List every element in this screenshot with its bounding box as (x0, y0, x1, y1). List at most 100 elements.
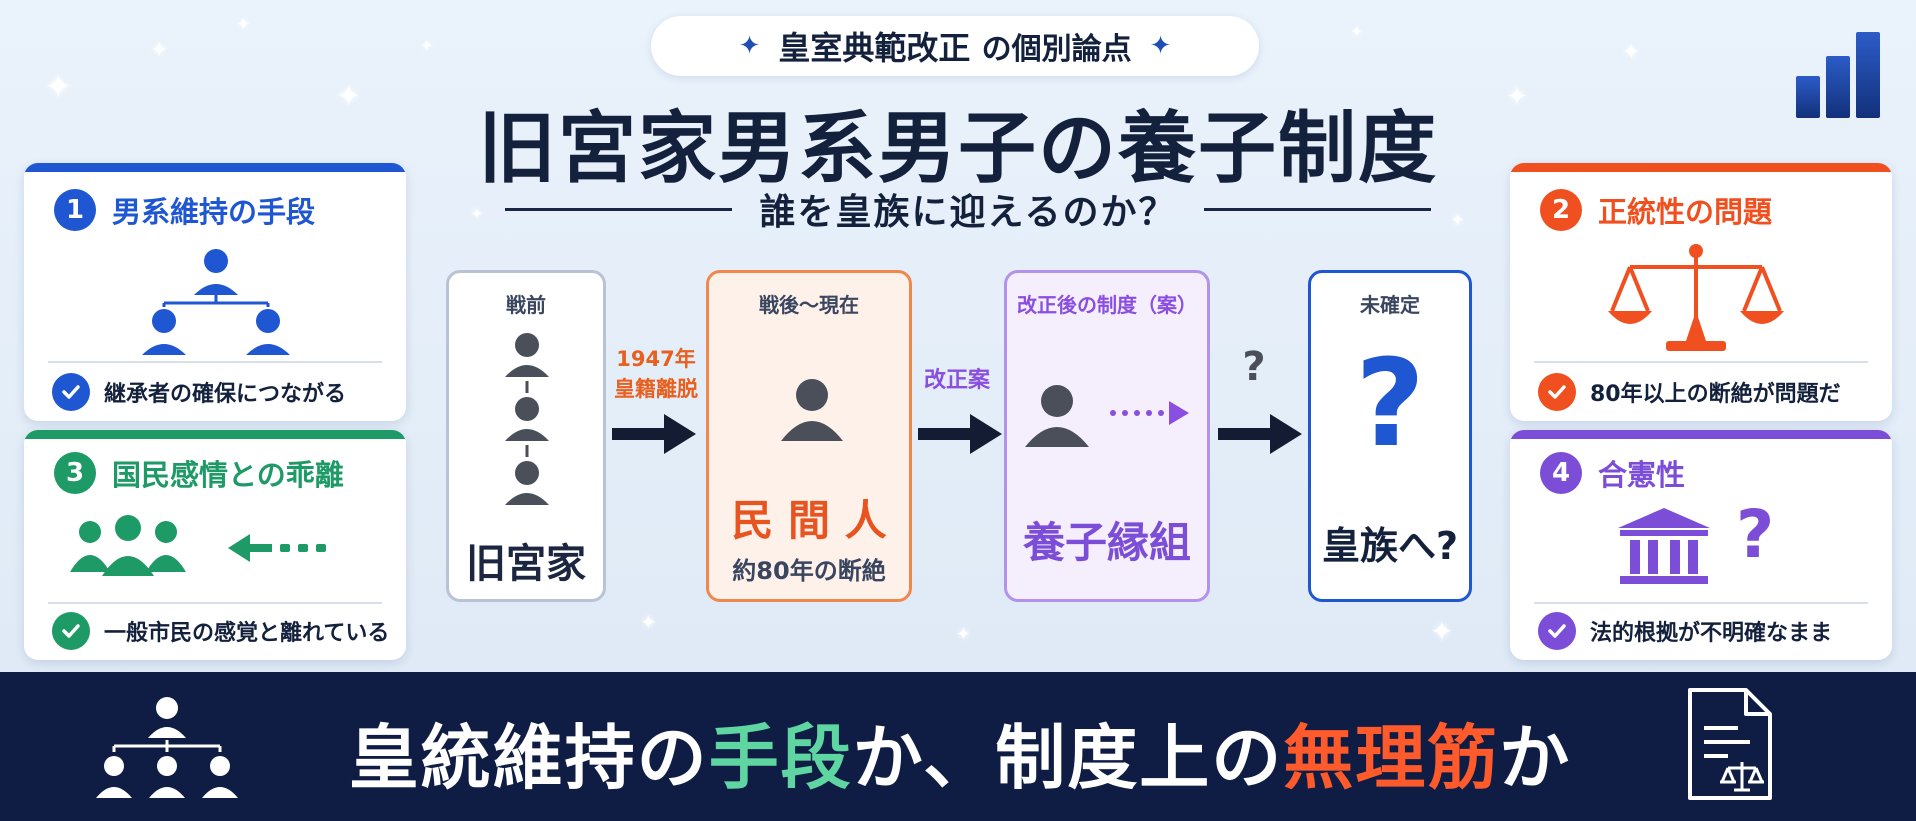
card-divider (1534, 361, 1868, 363)
card-accent-bar (24, 163, 406, 172)
sparkle-decoration: ✦ (1430, 615, 1454, 648)
card-number: 4 (1540, 452, 1582, 494)
crowd-icon (70, 515, 186, 576)
subtitle-rule (1204, 207, 1432, 211)
lineage-icon (505, 333, 549, 505)
flow-box-postwar: 戦後～現在 民 間 人 約80年の断絶 (706, 270, 912, 602)
person-icon (781, 379, 843, 441)
card-header: 4 合憲性 (1540, 452, 1685, 494)
card-check: 継承者の確保につながる (52, 373, 346, 411)
card-constitutionality: 4 合憲性 ? 法的根拠が不明確なまま (1510, 430, 1892, 660)
sparkle-decoration: ✦ (236, 14, 252, 35)
flow-box-caption: 未確定 (1360, 293, 1420, 317)
scales-icon (1608, 244, 1784, 351)
card-title: 男系維持の手段 (112, 195, 316, 229)
transition-label: ? (1242, 344, 1266, 390)
bottom-banner: 皇統維持の手段か、制度上の無理筋か (0, 672, 1916, 821)
question-mark: ? (1736, 496, 1775, 573)
card-check: 法的根拠が不明確なまま (1538, 612, 1832, 650)
slogan-highlight-red: 無理筋 (1283, 717, 1500, 799)
card-public-sentiment: 3 国民感情との乖離 一般市民の感覚と離れている (24, 430, 406, 660)
check-text: 法的根拠が不明確なまま (1590, 621, 1833, 646)
check-text: 継承者の確保につながる (104, 382, 347, 407)
check-icon (1538, 373, 1576, 411)
card-check: 一般市民の感覚と離れている (52, 612, 389, 650)
check-icon (52, 373, 90, 411)
card-accent-bar (1510, 430, 1892, 439)
card-title: 正統性の問題 (1598, 195, 1773, 229)
bar-chart-logo-icon (1796, 32, 1880, 118)
transition-year: 1947年 (616, 347, 696, 371)
bottom-slogan: 皇統維持の手段か、制度上の無理筋か (300, 702, 1620, 803)
arrow-right-icon (1218, 414, 1302, 454)
card-number: 3 (54, 452, 96, 494)
check-text: 80年以上の断絶が問題だ (1590, 382, 1841, 407)
slogan-part: か、制度上の (852, 717, 1284, 799)
card-header: 3 国民感情との乖離 (54, 452, 344, 494)
slogan-highlight-green: 手段 (708, 717, 853, 799)
transition-label: 改正案 (923, 368, 990, 393)
subtitle-rule (505, 207, 732, 211)
slogan-part: 皇統維持の (348, 717, 709, 799)
arrow-right-icon (918, 414, 1002, 454)
flow-box-main: 旧宮家 (466, 541, 586, 587)
card-divider (48, 361, 382, 363)
card-divider (1534, 602, 1868, 604)
sparkle-decoration: ✦ (1622, 40, 1641, 65)
flow-box-reform: 改正後の制度（案） 養子縁組 (1004, 270, 1210, 602)
arrow-right-icon (612, 414, 696, 454)
card-title: 国民感情との乖離 (112, 458, 344, 492)
sparkle-decoration: ✦ (1450, 210, 1466, 231)
card-header: 1 男系維持の手段 (54, 189, 315, 231)
flow-box-caption: 戦後～現在 (759, 293, 859, 317)
flow-box-prewar: 戦前 旧宮家 (446, 270, 606, 602)
legal-document-icon (1688, 688, 1772, 800)
sparkle-decoration: ✦ (336, 79, 362, 114)
card-check: 80年以上の断絶が問題だ (1538, 373, 1841, 411)
card-header: 2 正統性の問題 (1540, 189, 1772, 231)
card-accent-bar (24, 430, 406, 439)
card-legitimacy: 2 正統性の問題 80年以上の断絶が問題だ (1510, 163, 1892, 421)
question-mark: ? (1355, 335, 1425, 474)
flow-box-caption: 戦前 (506, 293, 546, 317)
sparkle-decoration: ✦ (640, 610, 657, 634)
flow-box-main: 民 間 人 (731, 496, 887, 545)
card-number: 2 (1540, 189, 1582, 231)
check-icon (1538, 612, 1576, 650)
sparkle-decoration: ✦ (150, 38, 169, 63)
card-male-line: 1 男系維持の手段 継承者の確保につながる (24, 163, 406, 421)
transition-event: 皇籍離脱 (614, 377, 698, 401)
card-divider (48, 602, 382, 604)
sparkle-decoration: ✦ (44, 67, 73, 107)
check-text: 一般市民の感覚と離れている (104, 621, 390, 646)
family-tree-icon (142, 249, 290, 355)
flow-box-main: 皇族へ? (1321, 524, 1459, 568)
courthouse-icon (1618, 508, 1710, 584)
transition-label: 1947年 皇籍離脱 (606, 344, 706, 404)
check-icon (52, 612, 90, 650)
sparkle-decoration: ✦ (470, 204, 484, 223)
org-chart-icon (96, 697, 238, 798)
topic-pill: ✦ 皇室典範改正 の個別論点 ✦ (651, 16, 1259, 76)
star-icon: ✦ (738, 31, 761, 61)
flow-box-sub: 約80年の断絶 (732, 557, 886, 585)
page-subtitle: 誰を皇族に迎えるのか？ (759, 192, 1177, 233)
topic-pill-text: 皇室典範改正 の個別論点 (778, 23, 1131, 69)
star-icon: ✦ (1149, 31, 1172, 61)
card-number: 1 (54, 189, 96, 231)
sparkle-decoration: ✦ (1506, 82, 1528, 112)
arrow-left-icon (228, 534, 326, 562)
slogan-part: か (1499, 717, 1572, 799)
card-accent-bar (1510, 163, 1892, 172)
page-title: 旧宮家男系男子の養子制度 (477, 104, 1438, 194)
topic-suffix: の個別論点 (981, 32, 1132, 67)
flow-box-undecided: 未確定 ? 皇族へ? (1308, 270, 1472, 602)
subtitle-row: 誰を皇族に迎えるのか？ (505, 185, 1432, 233)
sparkle-decoration: ✦ (1350, 22, 1364, 41)
person-adoption-icon (1025, 385, 1189, 447)
sparkle-decoration: ✦ (420, 36, 434, 55)
flow-box-caption: 改正後の制度（案） (1017, 293, 1197, 317)
card-title: 合憲性 (1598, 458, 1686, 492)
sparkle-decoration: ✦ (956, 624, 972, 645)
flow-box-main: 養子縁組 (1022, 518, 1191, 567)
